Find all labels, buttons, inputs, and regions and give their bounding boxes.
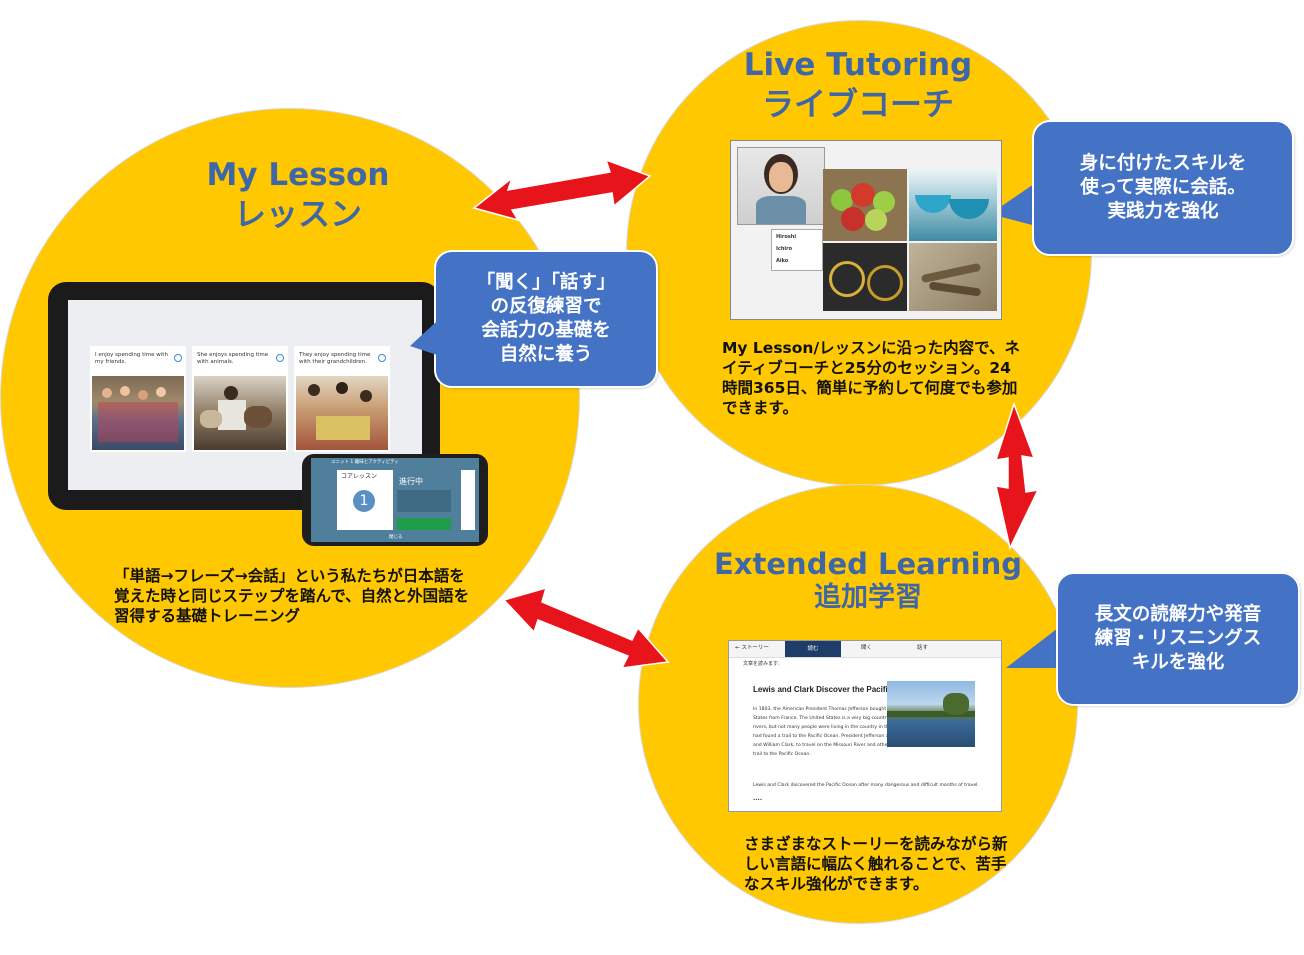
story-body: In 1803, the American President Thomas J… [753, 707, 971, 757]
tab-listen[interactable]: 聞く [861, 645, 873, 651]
bicycles-photo [823, 243, 907, 311]
my-lesson-callout-text: 「聞く」「話す」 の反復練習で 会話力の基礎を 自然に養う [476, 272, 616, 365]
pause-icon[interactable] [276, 354, 284, 362]
my-lesson-title: My Lesson レッスン [188, 157, 408, 233]
extended-learning-title-jp: 追加学習 [814, 582, 922, 614]
phone-footer[interactable]: 閉じる [389, 535, 403, 540]
extended-learning-callout: 長文の読解力や発音 練習・リスニングス キルを強化 [1056, 572, 1300, 706]
student-list: Hiroshi Ichiro Aiko [771, 229, 823, 271]
my-lesson-desc: 「単語→フレーズ→会話」という私たちが日本語を覚えた時と同じステップを踏んで、自… [114, 567, 470, 625]
live-tutoring-screenshot: Hiroshi Ichiro Aiko [730, 140, 1002, 320]
start-button[interactable] [397, 518, 451, 530]
phone-screen: ユニット 1 趣味とアクティビティ コアレッスン 1 進行中 閉じる [311, 458, 479, 542]
live-tutoring-title: Live Tutoring ライブコーチ [730, 47, 986, 123]
my-lesson-title-jp: レッスン [233, 194, 362, 233]
bowls-photo [909, 169, 997, 241]
live-tutoring-desc: My Lesson/レッスンに沿った内容で、ネイティブコーチと25分のセッション… [722, 339, 1020, 417]
extended-learning-callout-text: 長文の読解力や発音 練習・リスニングス キルを強化 [1094, 604, 1262, 673]
phone-screenshot: ユニット 1 趣味とアクティビティ コアレッスン 1 進行中 閉じる [302, 454, 488, 546]
live-tutoring-title-jp: ライブコーチ [761, 84, 954, 123]
arrow-live-extended [994, 401, 1040, 551]
tab-read[interactable]: 読む [785, 641, 841, 657]
lesson-card[interactable]: I enjoy spending time with my friends. [90, 346, 186, 452]
story-tab-bar: ← ストーリー 読む 聞く 話す [729, 641, 1001, 658]
live-tutoring-title-en: Live Tutoring [743, 47, 973, 83]
lesson-card[interactable]: She enjoys spending time with animals. [192, 346, 288, 452]
live-tutoring-callout: 身に付けたスキルを 使って実際に会話。 実践力を強化 [1032, 120, 1294, 256]
live-tutoring-callout-text: 身に付けたスキルを 使って実際に会話。 実践力を強化 [1079, 153, 1247, 222]
next-card-peek [461, 470, 475, 530]
arrow-mylesson-extended [502, 586, 670, 669]
progress-status: 進行中 [399, 477, 423, 486]
river-photo [887, 681, 975, 747]
tab-speak[interactable]: 話す [917, 645, 929, 651]
apples-photo [823, 169, 907, 241]
play-icon[interactable] [174, 354, 182, 362]
phone-progress-panel [397, 490, 451, 512]
phone-header: ユニット 1 趣味とアクティビティ [331, 460, 399, 465]
core-lesson-title: コアレッスン [341, 473, 378, 480]
my-lesson-title-en: My Lesson [206, 157, 390, 193]
student-name: Hiroshi [776, 234, 797, 240]
play-icon[interactable] [378, 354, 386, 362]
lesson-number-badge: 1 [353, 490, 375, 512]
friends-photo [92, 376, 184, 450]
lesson-card[interactable]: They enjoy spending time with their gran… [294, 346, 390, 452]
keys-photo [909, 243, 997, 311]
extended-learning-title-en: Extended Learning [714, 547, 1022, 581]
my-lesson-callout: 「聞く」「話す」 の反復練習で 会話力の基礎を 自然に養う [434, 250, 658, 388]
back-to-stories-link[interactable]: ← ストーリー [735, 645, 769, 651]
lesson-card-text: I enjoy spending time with my friends. [95, 352, 168, 365]
extended-learning-desc: さまざまなストーリーを読みながら新しい言語に幅広く触れることで、苦手なスキル強化… [744, 835, 1008, 893]
story-ellipsis: .... [753, 795, 763, 802]
extended-learning-title: Extended Learning 追加学習 [712, 547, 1024, 614]
core-lesson-card[interactable]: コアレッスン 1 [337, 470, 393, 530]
story-body-2: Lewis and Clark discovered the Pacific O… [753, 783, 979, 788]
lesson-card-text: She enjoys spending time with animals. [197, 352, 269, 365]
animals-photo [194, 376, 286, 450]
tutor-video [737, 147, 825, 225]
story-screenshot: ← ストーリー 読む 聞く 話す 文章を読みます: Lewis and Clar… [728, 640, 1002, 812]
grandchildren-photo [296, 376, 388, 450]
read-instruction: 文章を読みます: [743, 661, 780, 667]
story-title: Lewis and Clark Discover the Pacific [753, 685, 893, 694]
student-name: Aiko [776, 258, 789, 264]
arrow-mylesson-live [472, 158, 652, 222]
lesson-card-text: They enjoy spending time with their gran… [299, 352, 371, 365]
student-name: Ichiro [776, 246, 792, 252]
